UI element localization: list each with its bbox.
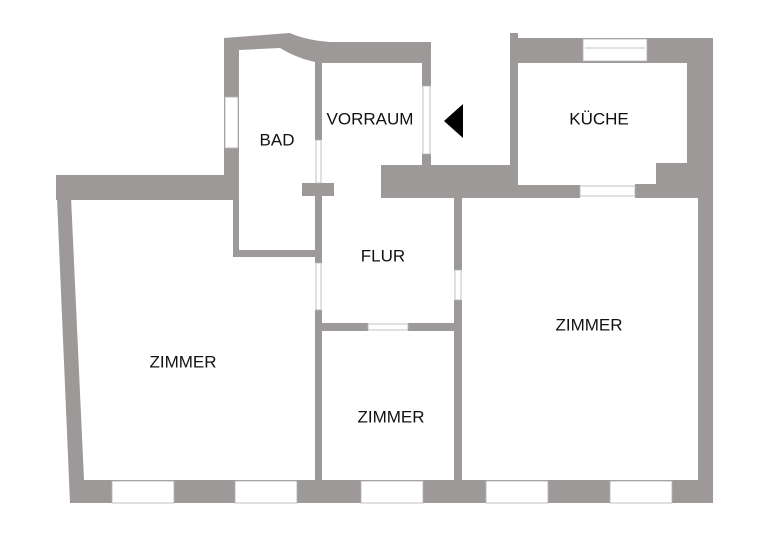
wall-horizontal-center [381, 165, 518, 198]
wall-bad-bottom [233, 250, 322, 257]
wall-right-outer [698, 190, 713, 503]
window-bottom-3 [360, 480, 424, 504]
walls [56, 33, 713, 503]
room-labels: BAD VORRAUM KÜCHE FLUR ZIMMER ZIMMER ZIM… [149, 109, 628, 426]
room-label-vorraum: VORRAUM [327, 109, 414, 128]
window-bottom-4 [485, 480, 549, 504]
wall-flur-bottom-left [315, 323, 368, 331]
window-kueche [582, 38, 648, 62]
room-label-kueche: KÜCHE [569, 109, 629, 128]
wall-bad-vorraum [315, 60, 322, 140]
wall-left-outer [56, 175, 84, 503]
room-label-bad: BAD [260, 130, 295, 149]
wall-flur-bottom-right [408, 323, 462, 331]
wall-vorraum-right-top [422, 42, 431, 86]
room-label-flur: FLUR [361, 246, 405, 265]
window-bad [224, 96, 239, 149]
wall-kueche-notch [656, 163, 696, 193]
wall-flur-right-lower [454, 300, 462, 490]
wall-top-curved [224, 33, 431, 63]
window-bottom-5 [609, 480, 673, 504]
window-bottom-1 [111, 480, 175, 504]
wall-kueche-left [510, 33, 518, 193]
door-kueche [579, 185, 636, 197]
wall-bad-left-lower [233, 198, 239, 257]
door-flur-left [315, 262, 322, 311]
wall-vorraum-right-bottom [422, 154, 431, 167]
wall-middle-lower [315, 310, 322, 490]
room-label-zimmer-middle: ZIMMER [357, 407, 424, 426]
window-bottom-2 [234, 480, 298, 504]
door-zimmer-middle [367, 323, 409, 331]
wall-top-left [56, 175, 239, 200]
wall-flur-right [454, 198, 462, 270]
room-label-zimmer-left: ZIMMER [149, 352, 216, 371]
entrance-arrow-icon [444, 104, 463, 138]
door-flur-right [454, 269, 462, 301]
wall-middle [315, 183, 322, 263]
wall-kueche-bottom-left [510, 185, 580, 198]
room-label-zimmer-right: ZIMMER [555, 315, 622, 334]
door-bad [315, 139, 322, 184]
windows [111, 38, 673, 504]
door-vorraum-entrance [422, 85, 431, 155]
